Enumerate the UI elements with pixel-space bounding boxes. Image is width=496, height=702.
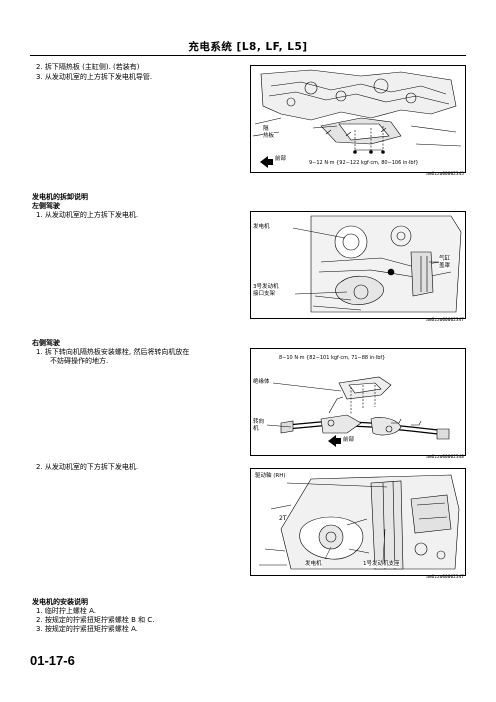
figure-generator-lhd: 发电机 气缸 盖罩 3号发动机 接口支架 [250, 211, 466, 319]
label-drive-shaft: 驱动轴 (RH) [255, 473, 286, 480]
figure-generator-rhd: 2T 驱动轴 (RH) 发电机 1号发动机支座 [250, 468, 466, 576]
heat-shield-illustration [252, 69, 462, 168]
section-heading-installation: 发电机的安装说明 [32, 598, 88, 606]
label-engine-mount: 1号发动机支座 [363, 561, 400, 568]
label-generator: 发电机 [305, 561, 322, 568]
step-tighten-bolts-b-c: 2. 按规定的拧紧扭矩拧紧螺栓 B 和 C. [36, 616, 155, 624]
callout-number: 2T [279, 515, 287, 522]
generator-lhd-illustration [292, 215, 462, 313]
step-remove-steering-bolts-line2: 不妨碍操作的地方. [50, 357, 109, 365]
step-remove-generator-top: 1. 从发动机室的上方拆下发电机. [36, 211, 139, 219]
front-arrow-icon [260, 156, 273, 168]
label-engine-bracket: 3号发动机 接口支架 [253, 284, 279, 298]
figure-steering-insulator: 8−10 N·m {82−101 kgf·cm, 71−88 in·lbf} 绝… [250, 348, 466, 456]
step-remove-generator-bottom: 2. 从发动机室的下方拆下发电机. [36, 463, 139, 471]
step-temp-tighten-bolt-a: 1. 临时拧上螺栓 A. [36, 607, 97, 615]
subheading-lhd: 左侧驾驶 [32, 202, 60, 210]
step-remove-steering-bolts-line1: 1. 拆下转向机隔热板安装螺栓, 然后将转向机放在 [36, 348, 190, 356]
label-front: 前部 [343, 437, 355, 444]
label-insulator: 绝缘体 [253, 379, 270, 386]
front-arrow-icon [328, 435, 341, 447]
generator-rhd-illustration: 2T [259, 474, 460, 570]
header-rule [30, 55, 466, 56]
label-torque-spec: 8−10 N·m {82−101 kgf·cm, 71−88 in·lbf} [279, 355, 386, 362]
steering-gear-illustration [266, 376, 450, 447]
label-cylinder-head-cover: 气缸 盖罩 [439, 256, 451, 270]
page-number: 01-17-6 [30, 653, 75, 668]
step-tighten-bolt-a: 3. 按规定的拧紧扭矩拧紧螺栓 A. [36, 625, 139, 633]
subheading-rhd: 右侧驾驶 [32, 339, 60, 347]
label-torque-spec: 9−12 N·m {92−122 kgf·cm, 80−106 in·lbf} [309, 160, 419, 167]
label-generator: 发电机 [253, 224, 270, 231]
label-front: 前部 [275, 156, 287, 163]
figure-heat-shield: 隔 热板 前部 9−12 N·m {92−122 kgf·cm, 80−106 … [250, 65, 466, 173]
figure-id: am6zzw00002347 [426, 318, 464, 323]
section-heading-removal: 发电机的拆卸说明 [32, 193, 88, 201]
figure-id: am6zzw00002348 [426, 455, 464, 460]
page-title: 充电系统 [L8, LF, L5] [188, 41, 308, 53]
label-heat-shield: 隔 热板 [263, 126, 275, 140]
label-steering-gear: 转向 机 [253, 419, 265, 433]
step-remove-generator-duct: 3. 从发动机室的上方拆下发电机导管. [36, 73, 153, 81]
step-remove-heat-shield: 2. 拆下隔热板 (主缸侧). (若装有) [36, 63, 140, 71]
figure-id: am6zzw00002345 [426, 172, 464, 177]
figure-id: am6zzw00002347 [426, 575, 464, 580]
